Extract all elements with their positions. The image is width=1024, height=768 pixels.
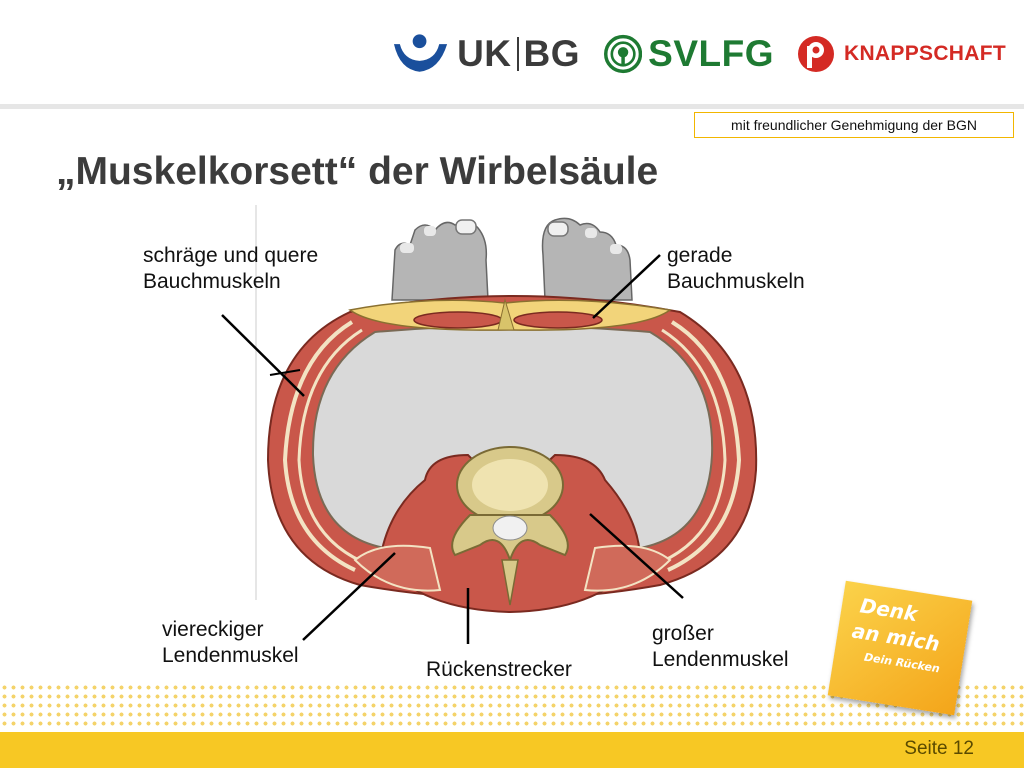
svlfg-emblem-icon [604, 34, 643, 74]
svlfg-logo: SVLFG [604, 30, 774, 78]
right-toes [541, 217, 633, 301]
pointer-psoas [589, 513, 684, 599]
knappschaft-emblem-icon [798, 36, 834, 72]
footer-bar [0, 732, 1024, 768]
label-psoas-line1: großer [652, 622, 714, 645]
label-erector-spinae: Rückenstrecker [426, 658, 572, 681]
knappschaft-logo: KNAPPSCHAFT [796, 30, 1008, 78]
label-quadratus-line2: Lendenmuskel [162, 644, 299, 667]
label-psoas-major: großer Lendenmuskel [652, 621, 789, 673]
denk-an-mich-sticky-note: Denk an mich Dein Rücken [827, 580, 973, 716]
label-straight-abdominals: gerade Bauchmuskeln [667, 243, 805, 295]
note-line2: an mich [850, 618, 942, 656]
pointer-oblique [221, 314, 305, 397]
ukbg-uk-text: UK [457, 33, 512, 74]
slide-title: „Muskelkorsett“ der Wirbelsäule [56, 150, 659, 193]
pointer-straight [592, 254, 661, 319]
ukbg-divider [516, 37, 519, 71]
knappschaft-text: KNAPPSCHAFT [844, 42, 1006, 65]
ukbg-emblem-icon [393, 34, 448, 72]
label-straight-line2: Bauchmuskeln [667, 270, 805, 293]
page-number: Seite 12 [904, 738, 974, 759]
label-straight-line1: gerade [667, 244, 733, 267]
label-quadratus-line1: viereckiger [162, 618, 264, 641]
label-oblique-line2: Bauchmuskeln [143, 270, 281, 293]
label-oblique-line1: schräge und quere [143, 244, 319, 267]
ukbg-logo: UK BG [392, 30, 580, 78]
header-divider [0, 104, 1024, 109]
pointer-quadratus [302, 552, 396, 641]
ukbg-bg-text: BG [523, 33, 580, 74]
label-quadratus-lumborum: viereckiger Lendenmuskel [162, 617, 299, 669]
label-psoas-line2: Lendenmuskel [652, 648, 789, 671]
svlfg-text: SVLFG [648, 33, 774, 74]
label-oblique-abdominals: schräge und quere Bauchmuskeln [143, 243, 318, 295]
header: UK BG SVLFG KNAPPSCHAFT [0, 0, 1024, 104]
pointer-oblique-tick [269, 369, 301, 376]
left-toes [391, 219, 489, 301]
credit-note: mit freundlicher Genehmigung der BGN [694, 112, 1014, 138]
